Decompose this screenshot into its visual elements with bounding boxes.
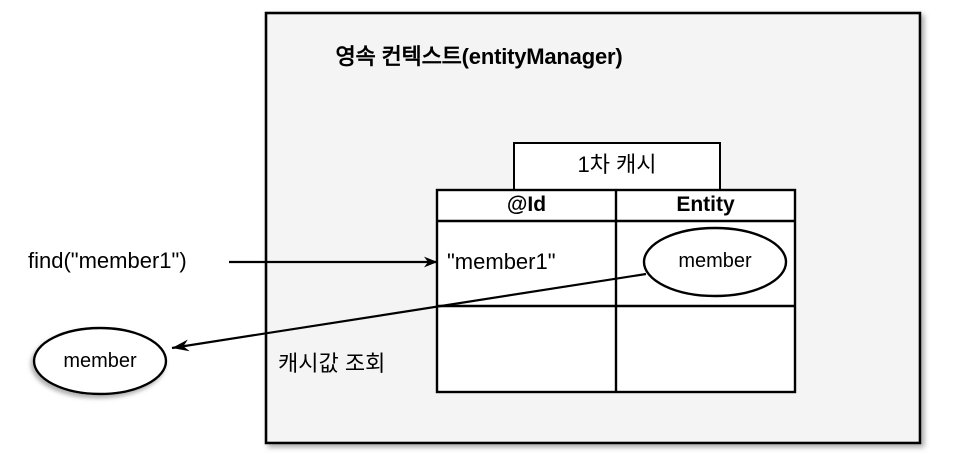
diagram-title: 영속 컨텍스트(entityManager) <box>335 44 623 69</box>
first-level-cache-label-box <box>513 142 721 192</box>
cache-lookup-arrow <box>171 272 647 352</box>
result-entity-label: member <box>63 350 137 372</box>
cache-lookup-label: 캐시값 조회 <box>278 351 386 376</box>
entity-ellipse-label: member <box>678 250 752 272</box>
find-call-label: find("member1") <box>28 248 187 273</box>
column-header-entity: Entity <box>676 193 735 216</box>
entity-ellipse <box>642 226 788 298</box>
column-header-id: @Id <box>506 193 547 216</box>
result-entity-ellipse <box>32 326 168 396</box>
cache-row-id-value: "member1" <box>447 249 556 274</box>
first-level-cache-label: 1차 캐시 <box>577 152 657 177</box>
